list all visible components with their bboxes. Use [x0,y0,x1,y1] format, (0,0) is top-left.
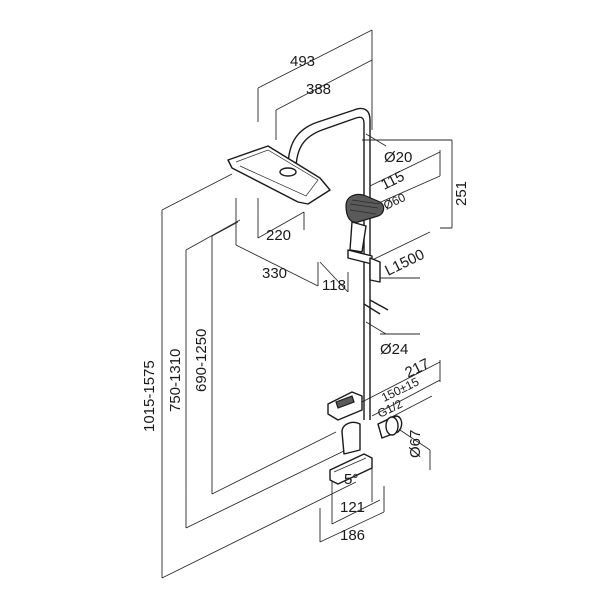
dim-mixer-dia: Ø67 [407,430,424,458]
dim-bar-dia: Ø24 [380,341,408,358]
dim-493: 493 [290,53,315,70]
thermostatic-mixer [327,391,403,455]
dim-690-1250: 690-1250 [193,329,210,392]
overhead-shower-head [227,145,331,205]
dim-186: 186 [340,527,365,544]
dim-118: 118 [322,277,346,294]
hand-shower [345,193,385,253]
dim-pipe-top-dia: Ø20 [384,149,412,166]
dim-1015-1575: 1015-1575 [141,360,158,432]
dim-5deg: 5° [344,471,358,488]
dim-150-15: 150±15 [379,374,421,404]
dim-hose: L1500 [382,246,427,280]
dim-388: 388 [306,81,331,98]
shower-arm [287,107,371,420]
tub-spout-shelf [329,453,373,485]
dimension-lines [161,29,453,579]
dim-330: 330 [262,265,287,282]
dim-121: 121 [340,499,365,516]
dim-115: 115 [378,168,407,194]
hand-shower-holder [347,249,381,283]
dim-750-1310: 750-1310 [167,349,184,412]
dimension-labels: 493 388 Ø20 115 Ø60 251 220 330 118 L150… [141,53,470,544]
dim-220: 220 [266,227,291,244]
slide-rail [363,299,389,315]
dim-251: 251 [453,181,470,206]
